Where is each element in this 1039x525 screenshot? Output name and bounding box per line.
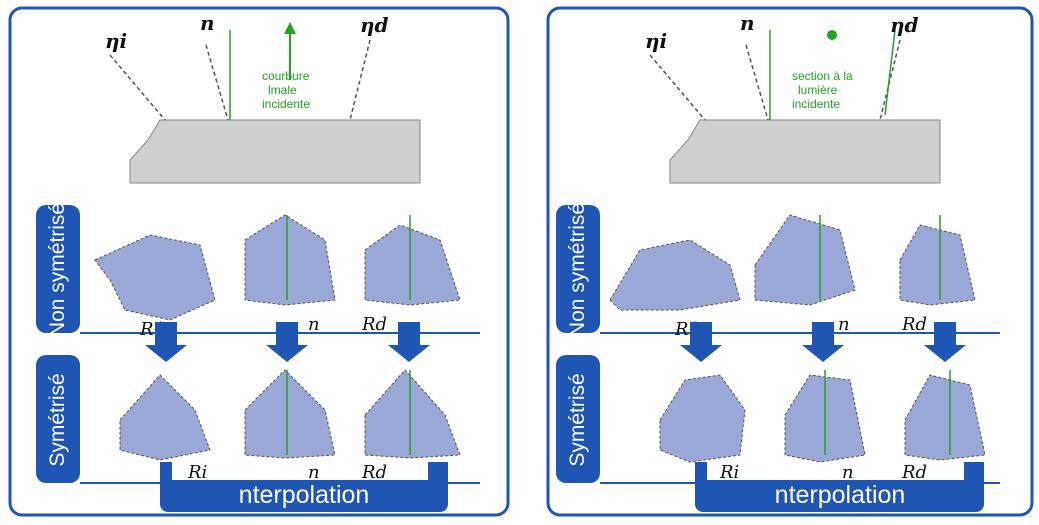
row2-label-1: Ri: [719, 462, 739, 483]
surface: [129, 119, 421, 184]
green-text-2: lmale: [268, 83, 297, 97]
ray-center: [205, 44, 229, 121]
down-arrow-3: [388, 322, 430, 362]
lobe-3: [904, 374, 986, 461]
row1-label-2: n: [838, 314, 850, 335]
row1-label-3: Rd: [901, 314, 927, 335]
down-arrow-2: [802, 322, 844, 362]
light-ray: [884, 29, 896, 116]
lobe-1: [94, 234, 216, 321]
green-text-1: courbure: [262, 69, 310, 83]
panel-frame: [546, 6, 1034, 517]
side-label: Symétrisé: [566, 373, 589, 466]
down-arrow-3: [924, 322, 966, 362]
row2-label-1: Ri: [187, 462, 207, 483]
row2-label-3: Rd: [361, 462, 387, 483]
label-p2: ηd: [890, 13, 919, 37]
left-panel: ηi n ηd courbure lmale incidente Non sym…: [0, 0, 519, 525]
ray-right: [879, 39, 901, 121]
green-text-3: incidente: [792, 97, 840, 111]
surface: [669, 119, 941, 184]
right-panel: ηi n ηd section à la lumière incidente N…: [520, 0, 1039, 525]
interpolation-label: nterpolation: [775, 481, 906, 509]
down-arrows: [680, 322, 966, 362]
row2-label-3: Rd: [901, 462, 927, 483]
green-text-2: lumière: [798, 83, 838, 97]
side-label: Non symétrisé: [46, 203, 69, 337]
bracket-bar: [695, 480, 984, 512]
down-arrow-1: [145, 322, 187, 362]
ray-left: [649, 54, 706, 121]
lobe-1: [119, 374, 211, 461]
green-text-1: section à la: [792, 69, 853, 83]
row1-label-3: Rd: [361, 314, 387, 335]
lobe-2: [244, 214, 336, 306]
row-nonsym: Non symétrisé R1 n Rd: [36, 203, 480, 340]
green-text-3: incidente: [262, 97, 310, 111]
lobe-2: [244, 369, 336, 459]
side-tab: [36, 205, 80, 333]
side-tab: [556, 205, 600, 333]
top-scene: ηi n ηd courbure lmale incidente: [105, 11, 421, 184]
lobe-3: [899, 224, 976, 306]
interpolation-bracket: nterpolation: [695, 462, 984, 512]
interpolation-label: nterpolation: [239, 481, 370, 509]
row-sym: Symétrisé Ri n Rd: [556, 355, 1000, 484]
side-tab: [36, 355, 80, 483]
label-n: n: [200, 11, 215, 35]
side-label: Non symétrisé: [566, 203, 589, 337]
row-nonsym: Non symétrisé R1 n Rd: [556, 203, 1000, 340]
side-label: Symétrisé: [46, 373, 69, 466]
side-tab: [556, 355, 600, 483]
label-p1: ηi: [645, 29, 667, 53]
row-sym: Symétrisé Ri n Rd: [36, 355, 480, 484]
down-arrow-2: [266, 322, 308, 362]
down-arrows: [145, 322, 430, 362]
row1-label-2: n: [308, 314, 320, 335]
green-arrow-head: [284, 22, 296, 34]
ray-left: [109, 54, 166, 121]
interpolation-bracket: nterpolation: [160, 462, 448, 512]
ray-center: [745, 44, 769, 121]
lobe-2: [754, 214, 856, 306]
panel-frame: [8, 6, 510, 517]
label-p1: ηi: [105, 29, 127, 53]
down-arrow-1: [680, 322, 722, 362]
row2-label-2: n: [842, 462, 854, 483]
lobe-1: [609, 239, 741, 311]
lobe-3: [364, 369, 461, 459]
sun-icon: [827, 30, 837, 40]
top-scene: ηi n ηd section à la lumière incidente: [645, 11, 941, 184]
lobe-3: [364, 224, 461, 306]
row2-label-2: n: [308, 462, 320, 483]
label-p2: ηd: [360, 13, 389, 37]
bracket-bar: [160, 480, 448, 512]
lobe-1: [659, 374, 746, 463]
label-n: n: [740, 11, 755, 35]
ray-right: [349, 39, 371, 121]
